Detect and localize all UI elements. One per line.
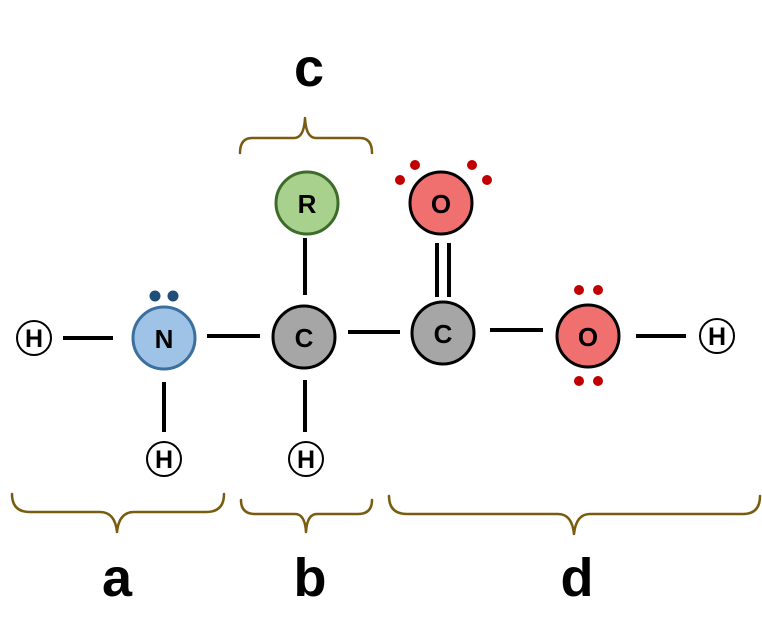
carboxyl-carbon-atom: C xyxy=(410,300,476,366)
hydrogen-left-label: H xyxy=(25,325,43,353)
nitrogen-label: N xyxy=(155,324,174,354)
r-group-atom: R xyxy=(274,170,340,236)
hydrogen-on-alpha-carbon-label: H xyxy=(297,446,315,474)
carbonyl-oxygen-label: O xyxy=(431,189,451,219)
nitrogen-lone-pair xyxy=(149,290,179,302)
nitrogen-atom: N xyxy=(131,305,197,371)
hydrogen-right-label: H xyxy=(708,323,726,351)
carbonyl-oxygen-atom: O xyxy=(408,170,474,236)
hydroxyl-oxygen-label: O xyxy=(578,322,598,352)
carbonyl-oxygen-lone-pairs xyxy=(395,160,492,185)
hydrogen-atom-on-alpha-carbon: H xyxy=(288,441,324,477)
group-label-a: a xyxy=(102,548,133,608)
alpha-carbon-label: C xyxy=(295,323,314,353)
hydrogen-on-nitrogen-label: H xyxy=(155,446,173,474)
r-group-label: R xyxy=(298,189,317,219)
hydrogen-atom-left: H xyxy=(16,320,52,356)
hydrogen-atom-on-nitrogen: H xyxy=(146,441,182,477)
group-label-b: b xyxy=(294,548,327,608)
carboxyl-carbon-label: C xyxy=(434,319,453,349)
hydrogen-atom-right: H xyxy=(699,318,735,354)
brace-a xyxy=(10,492,226,534)
group-label-d: d xyxy=(561,548,594,608)
alpha-carbon-atom: C xyxy=(271,304,337,370)
brace-b xyxy=(239,498,374,534)
group-label-c: c xyxy=(294,38,324,98)
hydroxyl-oxygen-lone-pairs xyxy=(574,285,603,386)
brace-d xyxy=(387,494,762,536)
brace-c xyxy=(238,116,374,155)
hydroxyl-oxygen-atom: O xyxy=(555,303,621,369)
